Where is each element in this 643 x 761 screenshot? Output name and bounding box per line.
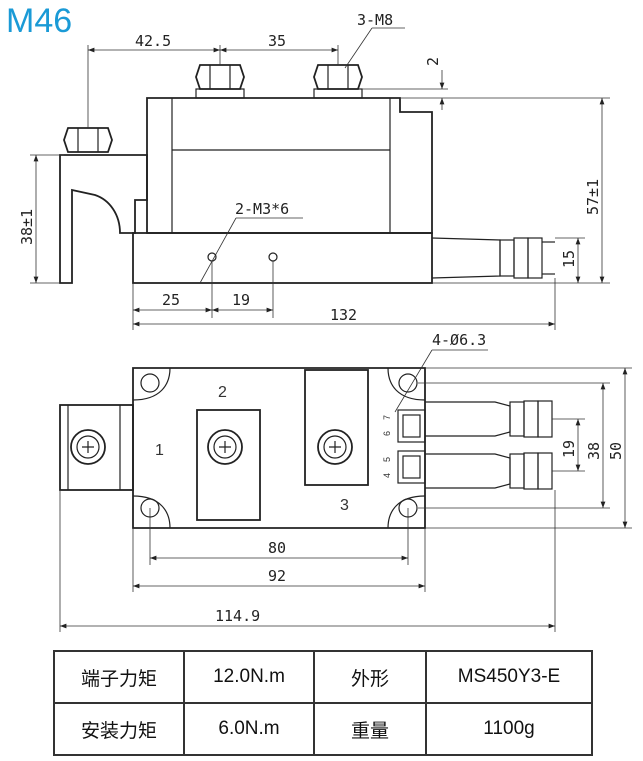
dim-38-v: 38 — [585, 442, 603, 460]
spec-value-weight: 1100g — [425, 702, 593, 756]
dim-25: 25 — [162, 291, 180, 309]
spec-value-mount-torque: 6.0N.m — [183, 702, 315, 756]
base-plate-side — [132, 232, 433, 284]
terminal-tab-side — [59, 154, 148, 284]
dim-92: 92 — [268, 567, 286, 585]
pin-label: 4 — [382, 473, 392, 478]
spec-value-package: MS450Y3-E — [425, 650, 593, 704]
spec-label-weight: 重量 — [313, 702, 427, 756]
dim-19-v: 19 — [560, 440, 578, 458]
mount-screw-label: 2-M3*6 — [235, 200, 289, 218]
table-row: 端子力矩 12.0N.m 外形 MS450Y3-E — [53, 650, 593, 704]
bolt-thread-label: 3-M8 — [357, 11, 393, 29]
screw-hole-icon — [268, 252, 278, 262]
package-title: M46 — [6, 2, 73, 40]
screw-head-icon — [317, 429, 353, 465]
screw-head-icon — [70, 429, 106, 465]
dim-15: 15 — [560, 250, 578, 268]
terminal-tab-top — [59, 404, 134, 491]
terminal-2-plate — [196, 409, 261, 521]
mechanical-drawing: 42.5 35 3-M8 2 57±1 15 38±1 2-M3*6 25 19… — [18, 11, 632, 632]
bolt-side-right — [313, 64, 363, 99]
hose-top-upper — [425, 400, 553, 438]
signal-connector — [397, 450, 426, 484]
dim-57: 57±1 — [584, 179, 602, 215]
dim-114-9: 114.9 — [215, 607, 260, 625]
dim-50-v: 50 — [607, 442, 625, 460]
dim-35: 35 — [268, 32, 286, 50]
dim-42-5: 42.5 — [135, 32, 171, 50]
spec-table: 端子力矩 12.0N.m 外形 MS450Y3-E 安装力矩 6.0N.m 重量… — [53, 650, 593, 756]
module-body-side — [146, 97, 433, 234]
dim-19: 19 — [232, 291, 250, 309]
top-view: 1 2 3 7 6 5 4 4-Ø6.3 19 38 50 80 92 114.… — [59, 331, 632, 632]
spec-label-mount-torque: 安装力矩 — [53, 702, 185, 756]
side-view: 42.5 35 3-M8 2 57±1 15 38±1 2-M3*6 25 19… — [18, 11, 610, 330]
spec-label-terminal-torque: 端子力矩 — [53, 650, 185, 704]
bolt-side-left — [63, 127, 113, 153]
terminal-label-2: 2 — [218, 384, 227, 401]
dim-132: 132 — [330, 306, 357, 324]
pin-label: 7 — [382, 415, 392, 420]
pin-label: 5 — [382, 457, 392, 462]
hose-top-lower — [425, 452, 553, 490]
spec-label-package: 外形 — [313, 650, 427, 704]
table-row: 安装力矩 6.0N.m 重量 1100g — [53, 702, 593, 756]
spec-value-terminal-torque: 12.0N.m — [183, 650, 315, 704]
module-body-top — [132, 367, 426, 529]
terminal-3-plate — [304, 369, 369, 486]
screw-head-icon — [207, 429, 243, 465]
hole-spec-label: 4-Ø6.3 — [432, 331, 486, 349]
hose-side — [431, 237, 555, 279]
mount-hole-icon — [140, 373, 160, 393]
dim-2: 2 — [424, 57, 442, 66]
mount-hole-icon — [398, 373, 418, 393]
signal-connector — [397, 409, 426, 443]
dim-38: 38±1 — [18, 209, 36, 245]
pin-label: 6 — [382, 431, 392, 436]
dim-80: 80 — [268, 539, 286, 557]
terminal-label-3: 3 — [340, 497, 349, 514]
bolt-side-middle — [195, 64, 245, 99]
terminal-label-1: 1 — [155, 442, 164, 459]
